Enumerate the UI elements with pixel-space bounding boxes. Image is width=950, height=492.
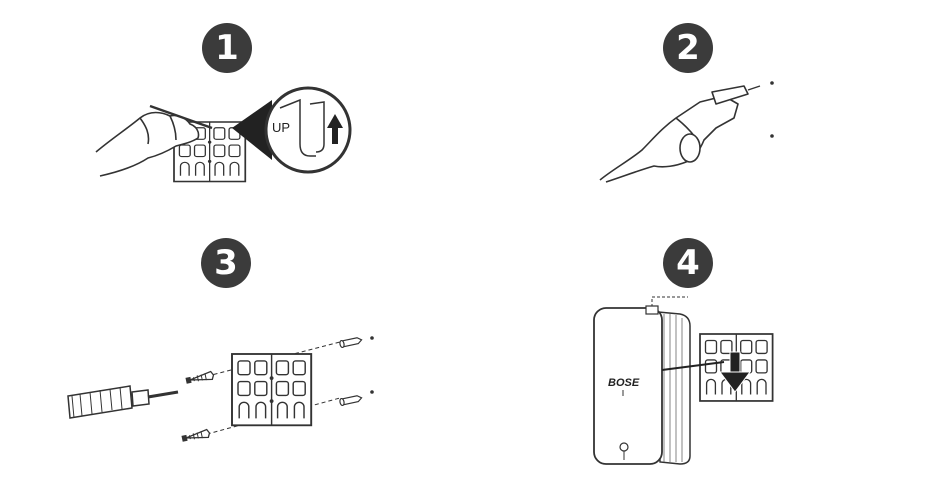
magnifier-callout: UP [266, 88, 350, 172]
up-label: UP [272, 120, 290, 135]
step-2-illustration [600, 81, 774, 182]
wall-hole-bottom [370, 390, 374, 394]
step-3-illustration [68, 336, 374, 443]
wall-anchor-top [339, 336, 362, 347]
status-light [620, 443, 628, 451]
hand-with-drill [600, 86, 760, 182]
step-4-illustration: BOSE [594, 297, 773, 464]
screw-top [185, 371, 214, 385]
bose-logo: BOSE [608, 377, 640, 389]
step-1-illustration: UP [96, 88, 350, 182]
speaker: BOSE [594, 306, 690, 464]
drill-hole-top [770, 81, 774, 85]
wall-bracket [232, 354, 311, 425]
screw-bottom [181, 429, 210, 443]
screwdriver [68, 386, 178, 418]
wall-anchor-bottom [339, 394, 362, 405]
drill-hole-bottom [770, 134, 774, 138]
wall-hole-top [370, 336, 374, 340]
